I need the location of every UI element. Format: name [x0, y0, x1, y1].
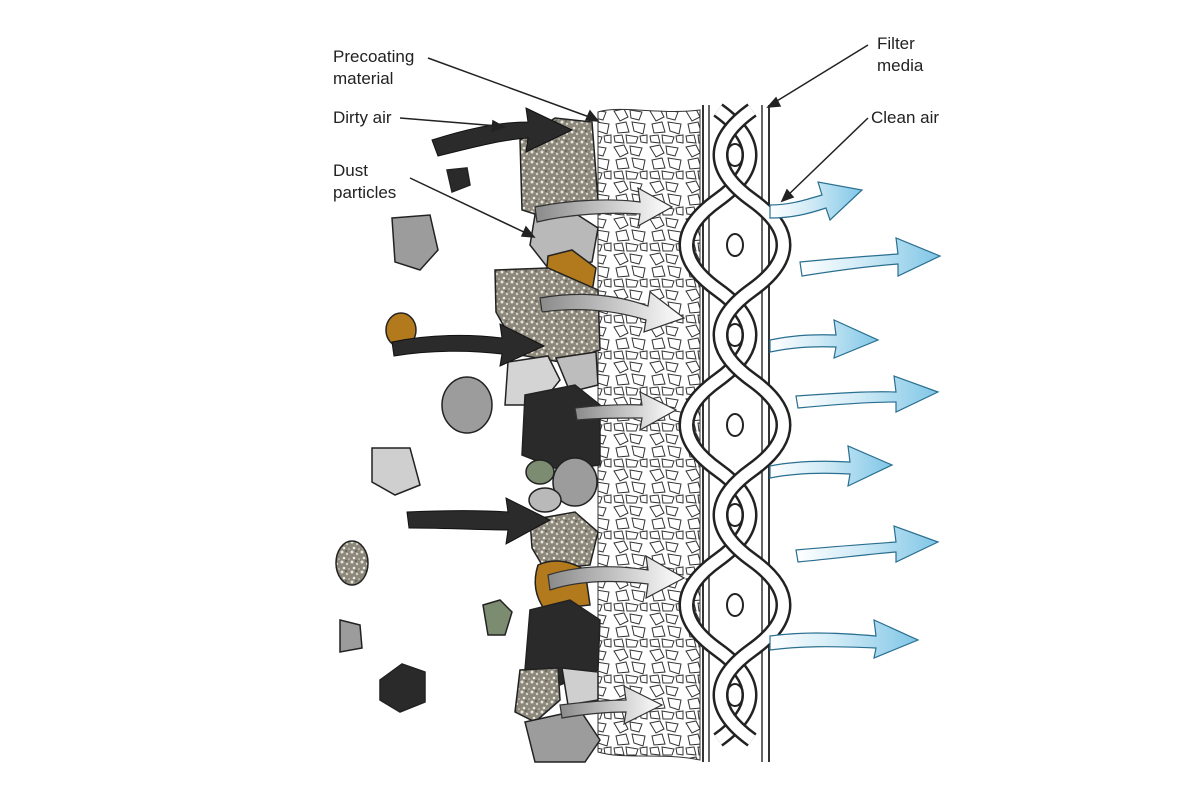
precoat-arrow: [559, 684, 664, 726]
dust-particles-label: Dust particles: [333, 161, 397, 202]
precoat-layer: [597, 108, 701, 761]
filter-media-label: Filter media: [877, 34, 924, 75]
loose-dust-particles: [335, 167, 513, 713]
dirty-air-label: Dirty air: [333, 108, 392, 127]
clean-air-arrow: [769, 181, 864, 222]
precoat-arrow: [574, 390, 678, 432]
clean-air-arrow: [795, 525, 940, 563]
precoat-arrow: [547, 554, 686, 600]
filter-media: [678, 103, 792, 762]
dirty-air-arrows: [391, 107, 574, 545]
dirty-air-arrow: [431, 107, 574, 157]
clean-air-arrow: [769, 319, 880, 359]
precoat-air-arrows: [534, 186, 686, 726]
dirty-air-arrow: [406, 497, 552, 545]
dirty-air-arrow: [391, 323, 546, 367]
clean-air-arrows: [769, 181, 942, 659]
precoating-material-label: Precoating material: [333, 47, 415, 88]
clean-air-label: Clean air: [871, 108, 940, 127]
precoat-arrow: [539, 290, 686, 333]
clean-air-arrow: [769, 445, 894, 488]
clean-air-arrow: [769, 619, 920, 659]
leader-lines: [399, 44, 869, 238]
clean-air-arrow: [795, 375, 940, 413]
precoat-arrow: [534, 186, 674, 228]
clean-air-arrow: [799, 237, 942, 277]
